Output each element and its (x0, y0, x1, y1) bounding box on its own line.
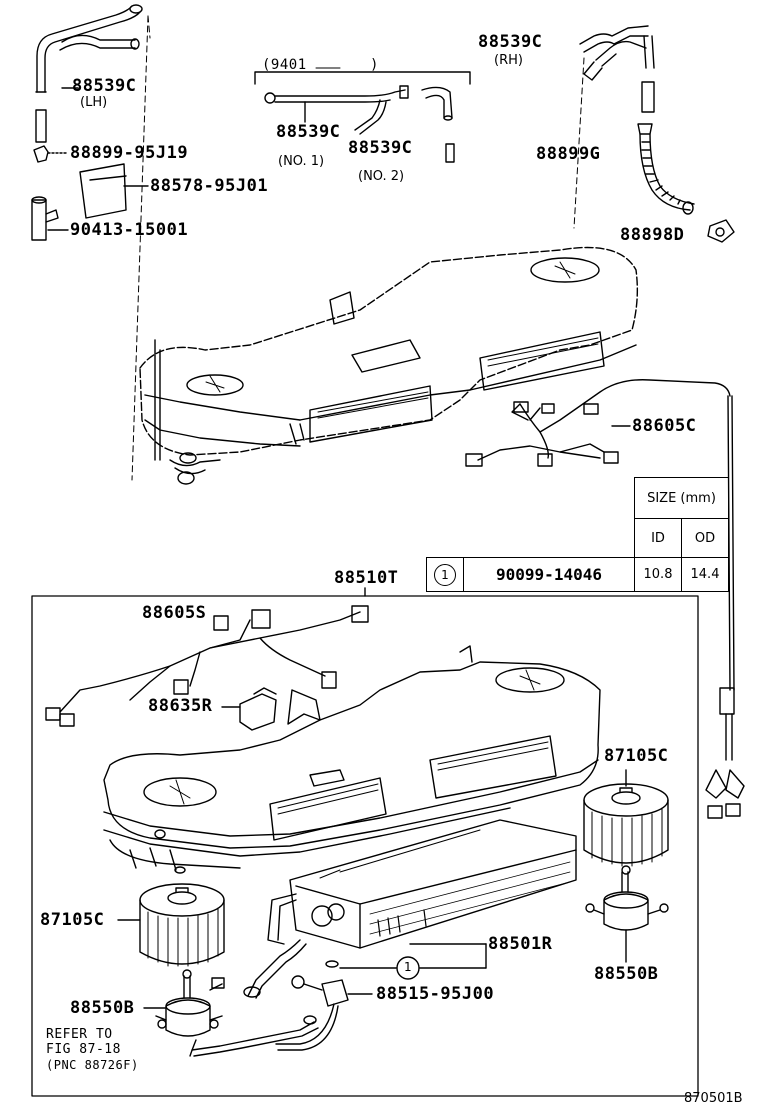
hose-88539c-lh (35, 4, 143, 143)
drain-90413-15001 (31, 196, 69, 241)
valve-88515-95j00 (275, 975, 373, 1051)
resistor-88635r (239, 687, 321, 731)
grommet-88899g (637, 123, 695, 215)
label-88510t: 88510T (334, 568, 399, 588)
label-88550b-right: 88550B (594, 964, 659, 984)
refer-note-line2: FIG 87-18 (46, 1042, 121, 1057)
bracket-9401 (254, 67, 471, 85)
assembly-box-88510t (31, 595, 699, 1097)
harness-88605c (465, 379, 745, 819)
guide-line-left (131, 15, 149, 481)
label-no1: (NO. 1) (278, 154, 325, 169)
motor-88550b-left (155, 969, 225, 1057)
label-88539c-rh: 88539C (478, 32, 543, 52)
hose-88539c-rh (579, 25, 655, 113)
hose-88539c-no2 (421, 86, 455, 163)
size-part-number: 90099-14046 (463, 557, 635, 592)
label-88539c-no1: 88539C (276, 122, 341, 142)
blower-87105c-left (139, 883, 225, 967)
label-87105c-right: 87105C (604, 746, 669, 766)
label-87105c-left: 87105C (40, 910, 105, 930)
label-88899g: 88899G (536, 144, 601, 164)
guide-line-right (573, 57, 585, 229)
pipe-pnc-88726f (191, 1015, 319, 1057)
label-88605c: 88605C (632, 416, 697, 436)
housing-upper-view (139, 246, 639, 485)
label-rh: (RH) (494, 53, 523, 68)
label-88605s: 88605S (142, 603, 207, 623)
label-88550b-left: 88550B (70, 998, 135, 1018)
diagram-id: 870501B (684, 1091, 743, 1106)
size-od-value: 14.4 (681, 557, 729, 592)
label-no2: (NO. 2) (358, 169, 405, 184)
label-88635r: 88635R (148, 696, 213, 716)
label-90413-15001: 90413-15001 (70, 220, 189, 240)
label-88539c-no2: 88539C (348, 138, 413, 158)
refer-note-line1: REFER TO (46, 1027, 113, 1042)
label-9401-close: ) (370, 57, 379, 73)
clip-88899-95j19 (33, 145, 69, 163)
callout-circle-1 (396, 956, 420, 980)
size-table: SIZE (mm) ID OD 1 90099-14046 10.8 14.4 (426, 477, 729, 592)
size-ref-circle: 1 (434, 563, 456, 586)
refer-note-line3: (PNC 88726F) (46, 1058, 139, 1072)
label-88899-95j19: 88899-95J19 (70, 143, 189, 163)
label-lh: (LH) (80, 95, 108, 110)
label-88578-95j01: 88578-95J01 (150, 176, 269, 196)
housing-lower (103, 645, 601, 874)
blower-87105c-right (583, 769, 669, 867)
label-88898d: 88898D (620, 225, 685, 245)
label-9401: (9401 (262, 57, 307, 73)
label-88539c-lh: 88539C (72, 76, 137, 96)
size-table-title: SIZE (mm) (634, 477, 729, 519)
callout-1: 1 (404, 960, 412, 974)
size-id-value: 10.8 (634, 557, 682, 592)
harness-88605s (45, 605, 369, 727)
hose-88539c-no1 (264, 85, 409, 135)
label-88515-95j00: 88515-95J00 (376, 984, 495, 1004)
size-col-od: OD (681, 518, 729, 558)
label-88501r: 88501R (488, 934, 553, 954)
evaporator-88501r (243, 819, 577, 999)
size-col-id: ID (634, 518, 682, 558)
motor-88550b-right (585, 865, 669, 963)
pad-88578-95j01 (79, 163, 149, 219)
plug-88898d (707, 219, 735, 243)
